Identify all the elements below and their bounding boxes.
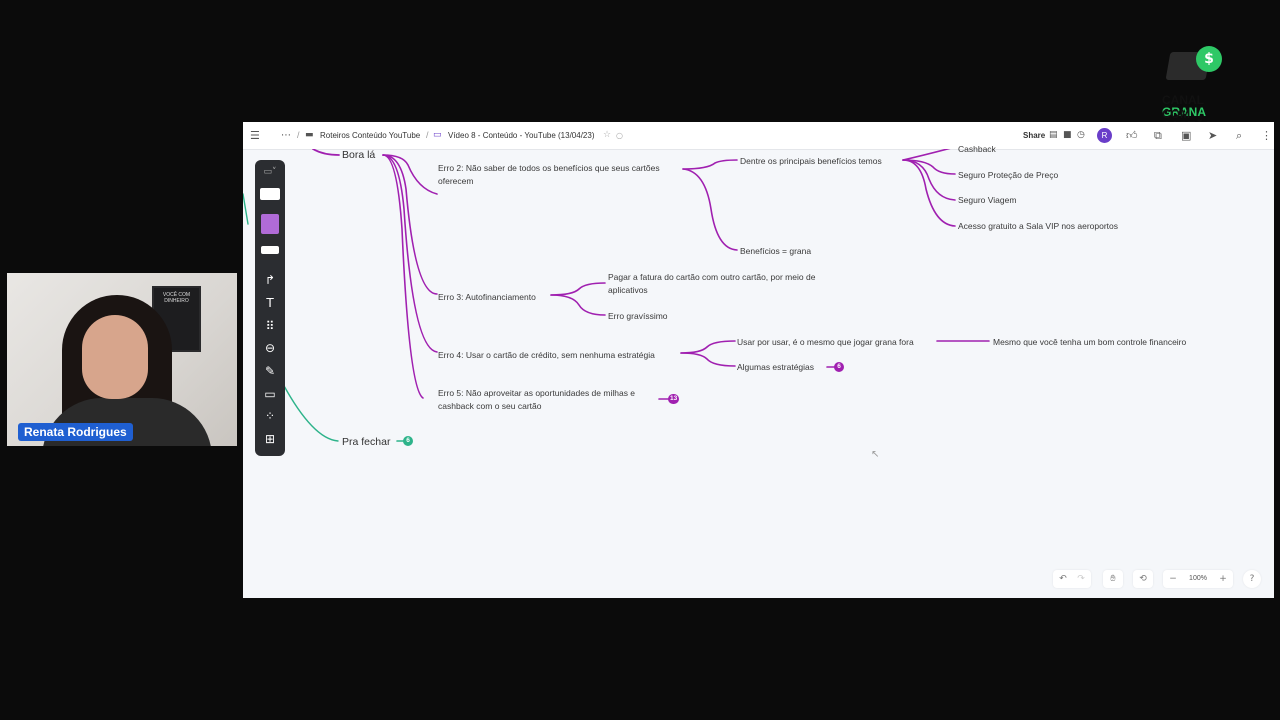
- undo-icon[interactable]: ↶: [1059, 574, 1067, 584]
- help-button: ?: [1243, 570, 1261, 588]
- left-toolbar: ▭˅ ↱ T ⠿ ⊖ ✎ ▭ ⁘ ⊞: [255, 160, 285, 456]
- pen-icon[interactable]: ✎: [264, 364, 276, 378]
- branch-erro3: [382, 154, 438, 295]
- breadcrumb-folder[interactable]: Roteiros Conteúdo YouTube: [320, 131, 421, 140]
- node-pra-fechar[interactable]: Pra fechar: [342, 436, 391, 448]
- hamburger-icon[interactable]: ☰: [250, 129, 260, 142]
- money-bag-icon: $: [1196, 46, 1222, 72]
- branch-principais: [682, 159, 738, 170]
- zoom-controls: − 100% +: [1163, 570, 1233, 588]
- webcam-feed: VOCÊ COM DINHEIRO Renata Rodrigues: [7, 273, 237, 446]
- hand-icon[interactable]: ✋︎: [1110, 574, 1116, 584]
- poster-text: VOCÊ COM DINHEIRO: [162, 292, 191, 304]
- zoom-in-icon[interactable]: +: [1219, 574, 1227, 584]
- help-icon[interactable]: ?: [1249, 574, 1255, 584]
- video-icon[interactable]: ⧉: [1154, 129, 1162, 142]
- frame-icon[interactable]: ▭: [264, 387, 276, 401]
- sticky-purple-swatch[interactable]: [261, 214, 279, 234]
- node-pagar-fatura[interactable]: Pagar a fatura do cartão com outro cartã…: [608, 272, 816, 295]
- branch-protecao: [902, 159, 956, 175]
- branch-pra-fechar: [282, 383, 339, 442]
- top-bar: ☰ ⋯ / ▬ Roteiros Conteúdo YouTube / ▭ Ví…: [243, 122, 1274, 150]
- node-bora-la[interactable]: Bora lá: [342, 149, 376, 161]
- presenter-name-tag: Renata Rodrigues: [18, 423, 133, 441]
- mindmap-branches: [243, 149, 990, 442]
- branch-erro4: [382, 154, 438, 353]
- clock-icon[interactable]: ◷: [1077, 130, 1085, 140]
- zoom-out-icon[interactable]: −: [1169, 574, 1177, 584]
- node-erro4[interactable]: Erro 4: Usar o cartão de crédito, sem ne…: [438, 350, 655, 360]
- redo-icon[interactable]: ↷: [1077, 574, 1085, 584]
- branch-erro5: [382, 154, 424, 399]
- avatar[interactable]: R: [1097, 128, 1112, 143]
- cursor-icon: ↖: [871, 449, 880, 460]
- text-tool-icon[interactable]: T: [266, 296, 274, 310]
- collapsed-count-badge[interactable]: 6: [403, 436, 413, 446]
- add-icon[interactable]: ⊞: [264, 432, 276, 446]
- undo-redo-group: ↶ ↷: [1053, 570, 1091, 588]
- node-mesmo-que[interactable]: Mesmo que você tenha um bom controle fin…: [993, 337, 1187, 347]
- branch-usar-por-usar: [680, 340, 736, 354]
- connector-icon[interactable]: ↱: [264, 273, 276, 287]
- branch-beneficios-grana: [682, 168, 738, 251]
- comment-icon[interactable]: ▣: [1181, 129, 1192, 142]
- node-protecao[interactable]: Seguro Proteção de Preço: [958, 170, 1059, 180]
- collapsed-count-badge[interactable]: 6: [834, 362, 844, 372]
- zoom-level[interactable]: 100%: [1189, 575, 1207, 582]
- grid-icon[interactable]: ⠿: [265, 319, 275, 333]
- components-icon[interactable]: ⁘: [264, 409, 276, 423]
- link-icon[interactable]: ⊖: [264, 341, 276, 355]
- node-beneficios-grana[interactable]: Benefícios = grana: [740, 246, 812, 256]
- thumbs-up-icon[interactable]: 👍︎: [1126, 129, 1138, 142]
- ellipsis-icon[interactable]: ⋯: [281, 130, 291, 141]
- send-icon[interactable]: ➤: [1208, 129, 1218, 142]
- folder-icon: ▬: [305, 130, 314, 140]
- collapsed-count-badge[interactable]: 13: [668, 394, 680, 404]
- history-icon[interactable]: ⟲: [1139, 574, 1147, 584]
- text-note-swatch[interactable]: [261, 246, 279, 254]
- node-vip[interactable]: Acesso gratuito a Sala VIP nos aeroporto…: [958, 221, 1119, 231]
- doc-icon[interactable]: ▤: [1049, 130, 1058, 140]
- node-erro-gravissimo[interactable]: Erro gravíssimo: [608, 311, 668, 321]
- mindmap-mode-icon[interactable]: ▭˅: [263, 167, 277, 177]
- logo-line1: CANAL GRANA: [1162, 93, 1206, 119]
- branch-algumas: [680, 352, 736, 367]
- node-cashback[interactable]: Cashback: [958, 144, 996, 154]
- search-icon[interactable]: ⌕: [1236, 129, 1243, 142]
- pan-tool: ✋︎: [1103, 570, 1123, 588]
- history-tool: ⟲: [1133, 570, 1153, 588]
- channel-logo: $ CANAL GRANA COM CARTÃO: [1160, 42, 1234, 132]
- node-erro3[interactable]: Erro 3: Autofinanciamento: [438, 292, 536, 302]
- presenter-face: [82, 315, 148, 399]
- branch-bora-la: [312, 149, 340, 156]
- whimsical-app-window: ☰ ⋯ / ▬ Roteiros Conteúdo YouTube / ▭ Ví…: [243, 122, 1274, 598]
- branch-viagem: [902, 159, 956, 201]
- breadcrumb-separator: /: [297, 130, 300, 140]
- present-icon[interactable]: ■: [1063, 130, 1072, 140]
- sticky-white-swatch[interactable]: [260, 188, 280, 200]
- branch-cashback: [902, 149, 951, 161]
- kebab-menu-icon[interactable]: ⋮: [1261, 129, 1272, 142]
- node-erro5[interactable]: Erro 5: Não aproveitar as oportunidades …: [438, 388, 636, 411]
- node-principais[interactable]: Dentre os principais benefícios temos: [740, 156, 882, 166]
- node-erro2[interactable]: Erro 2: Não saber de todos os benefícios…: [438, 163, 660, 186]
- mindmap-canvas[interactable]: Bora lá Pra fechar 6 Erro 2: Não saber d…: [243, 144, 1274, 598]
- branch-gravissimo: [550, 294, 606, 316]
- star-icon[interactable]: ☆: [603, 130, 612, 140]
- breadcrumb-doc[interactable]: Vídeo 8 - Conteúdo - YouTube (13/04/23): [448, 131, 595, 140]
- branch-edge: [243, 193, 249, 225]
- branch-pagar-fatura: [550, 282, 606, 296]
- node-usar-por-usar[interactable]: Usar por usar, é o mesmo que jogar grana…: [737, 337, 914, 347]
- status-dot-icon: ○: [616, 131, 623, 140]
- share-button[interactable]: Share: [1023, 131, 1046, 140]
- node-algumas-estrategias[interactable]: Algumas estratégias: [737, 362, 815, 372]
- node-viagem[interactable]: Seguro Viagem: [958, 195, 1017, 205]
- branch-vip: [902, 159, 956, 227]
- breadcrumb-separator: /: [426, 130, 429, 140]
- branch-erro2: [382, 154, 438, 195]
- board-icon: ▭: [433, 130, 442, 140]
